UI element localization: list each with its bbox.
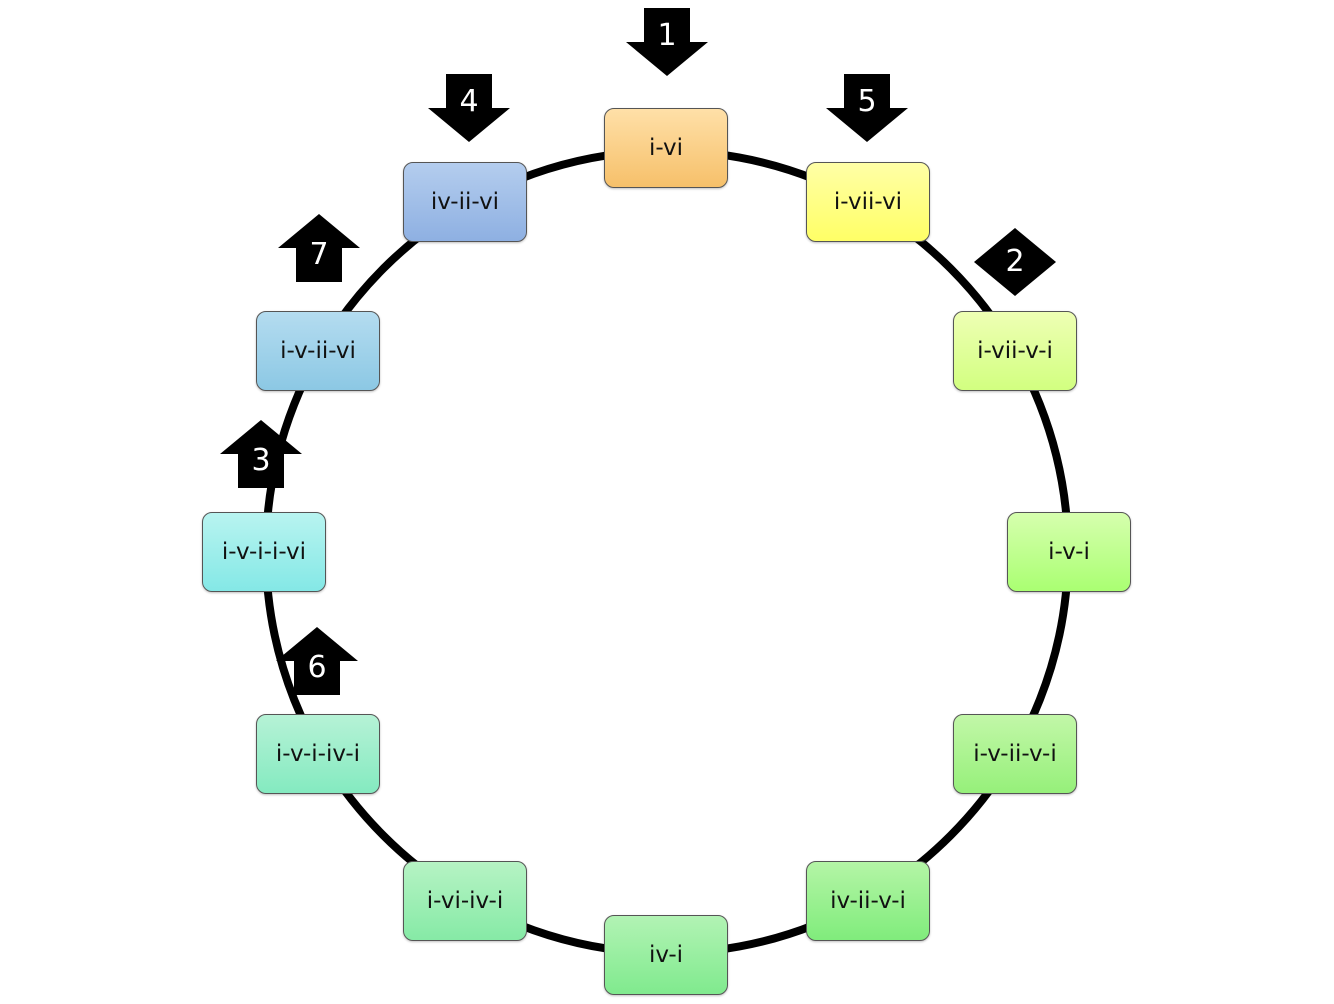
arrow-up-shape: [220, 420, 302, 488]
arrow-down-shape: [626, 8, 708, 76]
node-i-v-i-i-vi: i-v-i-i-vi: [202, 512, 326, 592]
arrow-down-shape: [428, 74, 510, 142]
marker-3: 3: [216, 418, 306, 488]
marker-6-label: 6: [307, 650, 327, 685]
node-i-v-ii-vi: i-v-ii-vi: [256, 311, 380, 391]
node-i-vi-iv-i: i-vi-iv-i: [403, 861, 527, 941]
marker-4-label: 4: [459, 84, 479, 119]
arrow-down-shape: [826, 74, 908, 142]
marker-1-label: 1: [657, 18, 677, 53]
marker-1: 1: [622, 8, 712, 78]
marker-5-label: 5: [857, 84, 877, 119]
marker-7: 7: [274, 212, 364, 282]
node-i-vii-vi: i-vii-vi: [806, 162, 930, 242]
marker-4: 4: [424, 74, 514, 144]
node-i-vi: i-vi: [604, 108, 728, 188]
node-i-v-i: i-v-i: [1007, 512, 1131, 592]
marker-7-label: 7: [309, 237, 329, 272]
marker-5: 5: [822, 74, 912, 144]
node-iv-ii-v-i: iv-ii-v-i: [806, 861, 930, 941]
node-i-v-i-iv-i: i-v-i-iv-i: [256, 714, 380, 794]
marker-6: 6: [272, 625, 362, 695]
arrow-up-shape: [278, 214, 360, 282]
node-i-v-ii-v-i: i-v-ii-v-i: [953, 714, 1077, 794]
marker-2: 2: [970, 228, 1060, 298]
marker-3-label: 3: [251, 443, 271, 478]
marker-2-label: 2: [1005, 244, 1025, 279]
node-iv-i: iv-i: [604, 915, 728, 995]
cycle-ring-path: [262, 147, 1072, 957]
diamond-shape: [974, 228, 1056, 296]
arrow-up-shape: [276, 627, 358, 695]
node-i-vii-v-i: i-vii-v-i: [953, 311, 1077, 391]
node-iv-ii-vi: iv-ii-vi: [403, 162, 527, 242]
